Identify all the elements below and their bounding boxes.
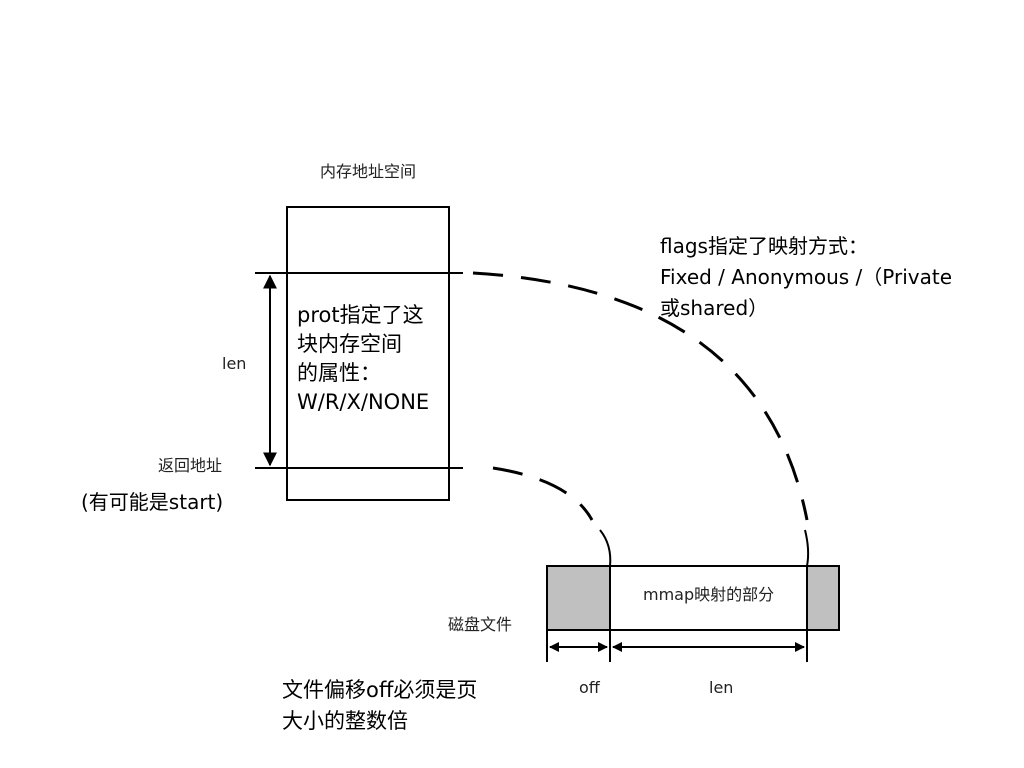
offset-note: 文件偏移off必须是页 大小的整数倍 (282, 675, 477, 737)
flags-note: flags指定了映射方式： Fixed / Anonymous /（Privat… (660, 231, 952, 324)
inner-mapping-arc (492, 466, 594, 521)
flags-note-line: 或shared） (660, 296, 769, 320)
offset-note-line: 文件偏移off必须是页 (282, 678, 478, 702)
prot-note: prot指定了这 块内存空间 的属性： W/R/X/NONE (297, 301, 429, 417)
prot-note-line: 的属性： (297, 361, 381, 385)
disk-file-bar (546, 565, 840, 631)
prot-note-line: W/R/X/NONE (297, 390, 430, 414)
len-label: len (222, 354, 247, 373)
disk-file-left-unmapped (547, 566, 610, 630)
flags-note-line: Fixed / Anonymous /（Private (660, 265, 953, 289)
file-len-label: len (709, 678, 734, 697)
offset-note-line: 大小的整数倍 (282, 709, 408, 733)
disk-file-right-unmapped (807, 566, 839, 630)
return-address-label: 返回地址 (158, 456, 223, 475)
off-label: off (579, 678, 600, 697)
inner-arc-connector (599, 529, 612, 567)
memory-space-box (286, 206, 450, 501)
disk-file-label: 磁盘文件 (448, 615, 513, 634)
outer-mapping-arc (472, 271, 809, 521)
flags-note-line: flags指定了映射方式： (660, 234, 868, 258)
outer-arc-connector (804, 529, 810, 567)
mmap-part-label: mmap映射的部分 (643, 585, 775, 604)
memory-space-title: 内存地址空间 (320, 162, 417, 181)
prot-note-line: 块内存空间 (297, 332, 402, 356)
prot-note-line: prot指定了这 (297, 303, 424, 327)
maybe-start-note: (有可能是start) (81, 490, 224, 514)
